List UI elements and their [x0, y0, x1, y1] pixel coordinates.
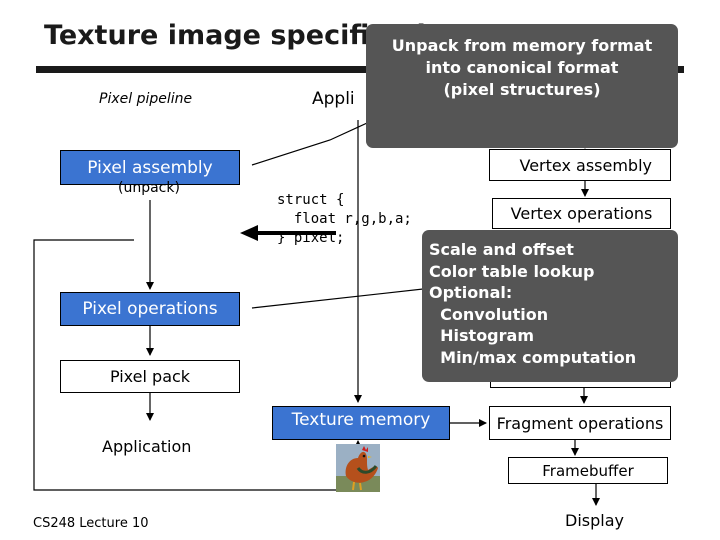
texture-memory-box: Texture memory: [272, 406, 450, 440]
callout-unpack: Unpack from memory format into canonical…: [366, 24, 678, 148]
application-label: Application: [102, 437, 192, 456]
footer-lecture: CS248 Lecture 10: [33, 516, 149, 531]
pixel-operations-box: Pixel operations: [60, 292, 240, 326]
application-label-partial: Appli: [312, 89, 355, 109]
callout-unpack-line: into canonical format: [425, 58, 619, 77]
callout-ops-line: Min/max computation: [429, 347, 637, 367]
callout-ops-line: Color table lookup: [429, 261, 595, 281]
unpack-label: (unpack): [118, 180, 180, 196]
callout-pointer-unpack: [251, 117, 379, 166]
rooster-texture-icon: [336, 444, 380, 492]
vertex-assembly-box: Vertex assembly: [489, 149, 671, 181]
framebuffer-box: Framebuffer: [508, 457, 668, 484]
pixel-pack-box: Pixel pack: [60, 360, 240, 393]
display-label: Display: [565, 511, 624, 530]
callout-unpack-line: Unpack from memory format: [391, 36, 653, 55]
callout-unpack-line: (pixel structures): [443, 80, 601, 99]
callout-pointer-ops: [251, 287, 433, 309]
vertex-operations-box: Vertex operations: [492, 198, 671, 229]
callout-ops-line: Convolution: [429, 304, 549, 324]
callout-ops-line: Scale and offset: [429, 240, 574, 259]
callout-pixel-ops: Scale and offset Color table lookup Opti…: [422, 230, 678, 382]
pixel-assembly-box: Pixel assembly: [60, 150, 240, 185]
callout-ops-line: Optional:: [429, 283, 513, 302]
pipeline-label: Pixel pipeline: [99, 91, 193, 107]
pixel-struct-code: struct { float r,g,b,a; } pixel;: [277, 192, 412, 246]
title-rule: [36, 66, 684, 73]
callout-ops-line: Histogram: [429, 326, 534, 345]
bold-arrow-head: [240, 225, 258, 241]
fragment-operations-box: Fragment operations: [489, 406, 671, 440]
